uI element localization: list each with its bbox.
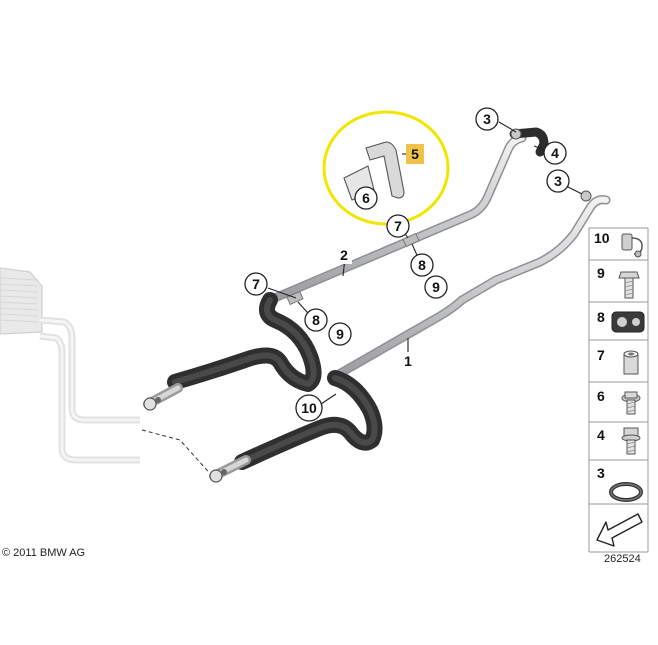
hose-lower [234, 370, 383, 470]
dashed-connection-line [141, 429, 215, 479]
callout-9-top[interactable]: 9 [424, 275, 448, 299]
callout-9-left[interactable]: 9 [328, 322, 352, 346]
hose-fitting-lower [209, 455, 251, 483]
callout-7-top[interactable]: 7 [386, 214, 410, 238]
legend-item-10-number: 10 [594, 230, 610, 246]
callout-1[interactable]: 1 [400, 352, 416, 370]
callout-1-label: 1 [404, 353, 412, 369]
callout-3-top[interactable]: 3 [475, 107, 499, 131]
callout-7-left[interactable]: 7 [244, 272, 268, 296]
diagram-number: 262524 [604, 553, 641, 565]
callout-10-label: 10 [301, 400, 317, 416]
callout-3-top-label: 3 [483, 111, 491, 127]
legend-item-8-number: 8 [597, 309, 605, 325]
o-ring-icon [609, 482, 643, 502]
collar-bolt-icon [621, 427, 641, 455]
callout-8-left-label: 8 [312, 312, 320, 328]
hex-bolt-icon [618, 271, 640, 299]
parts-legend: 10 9 8 [588, 227, 649, 565]
legend-item-8[interactable]: 8 [589, 309, 648, 341]
callout-9-top-label: 9 [432, 279, 440, 295]
hose-fitting-upper [143, 383, 183, 411]
legend-item-9[interactable]: 9 [589, 265, 648, 303]
legend-item-4-number: 4 [597, 427, 605, 443]
legend-item-3-number: 3 [597, 465, 605, 481]
legend-item-10[interactable]: 10 [589, 230, 648, 261]
callout-4[interactable]: 4 [543, 141, 567, 165]
legend-item-7[interactable]: 7 [589, 347, 648, 383]
legend-item-4[interactable]: 4 [589, 427, 648, 461]
callout-8-top[interactable]: 8 [410, 253, 434, 277]
callout-3-right[interactable]: 3 [546, 169, 570, 193]
hose-clamp-icon [621, 233, 643, 258]
callout-2-label: 2 [340, 247, 348, 263]
flange-bolt-icon [621, 391, 641, 415]
legend-item-7-number: 7 [597, 347, 605, 363]
callouts: 3 4 3 6 7 2 8 9 [244, 107, 570, 422]
legend-item-6[interactable]: 6 [589, 388, 648, 423]
arrow-icon [596, 513, 643, 547]
highlight-bracket-5: 5 [322, 110, 450, 226]
callout-6-label: 6 [362, 190, 370, 206]
part-5-label: 5 [411, 146, 419, 162]
part-5-tag [406, 144, 424, 164]
hose-upper [167, 292, 322, 392]
legend-item-6-number: 6 [597, 388, 605, 404]
pipe-clip-icon [611, 311, 645, 333]
callout-4-label: 4 [551, 145, 559, 161]
callout-8-top-label: 8 [418, 257, 426, 273]
callout-7-top-label: 7 [394, 218, 402, 234]
callout-7-left-label: 7 [252, 276, 260, 292]
spacer-sleeve-on-pipe-2 [402, 232, 420, 248]
callout-6[interactable]: 6 [354, 186, 378, 210]
direction-arrow-box [589, 513, 648, 553]
pipe-1-end-fitting [580, 190, 592, 202]
copyright-text: © 2011 BMW AG [2, 547, 85, 559]
callout-3-right-label: 3 [554, 173, 562, 189]
pipe-2-end-fitting [509, 127, 549, 157]
callout-9-left-label: 9 [336, 326, 344, 342]
legend-item-3[interactable]: 3 [589, 465, 648, 505]
pipe-2 [265, 133, 527, 305]
oil-cooler-ghost [0, 267, 140, 464]
callout-2[interactable]: 2 [336, 246, 352, 264]
spacer-sleeve-icon [623, 350, 639, 375]
legend-item-9-number: 9 [597, 265, 605, 281]
pipe-1 [327, 195, 611, 383]
callout-8-left[interactable]: 8 [304, 308, 328, 332]
callout-10[interactable]: 10 [295, 394, 323, 422]
